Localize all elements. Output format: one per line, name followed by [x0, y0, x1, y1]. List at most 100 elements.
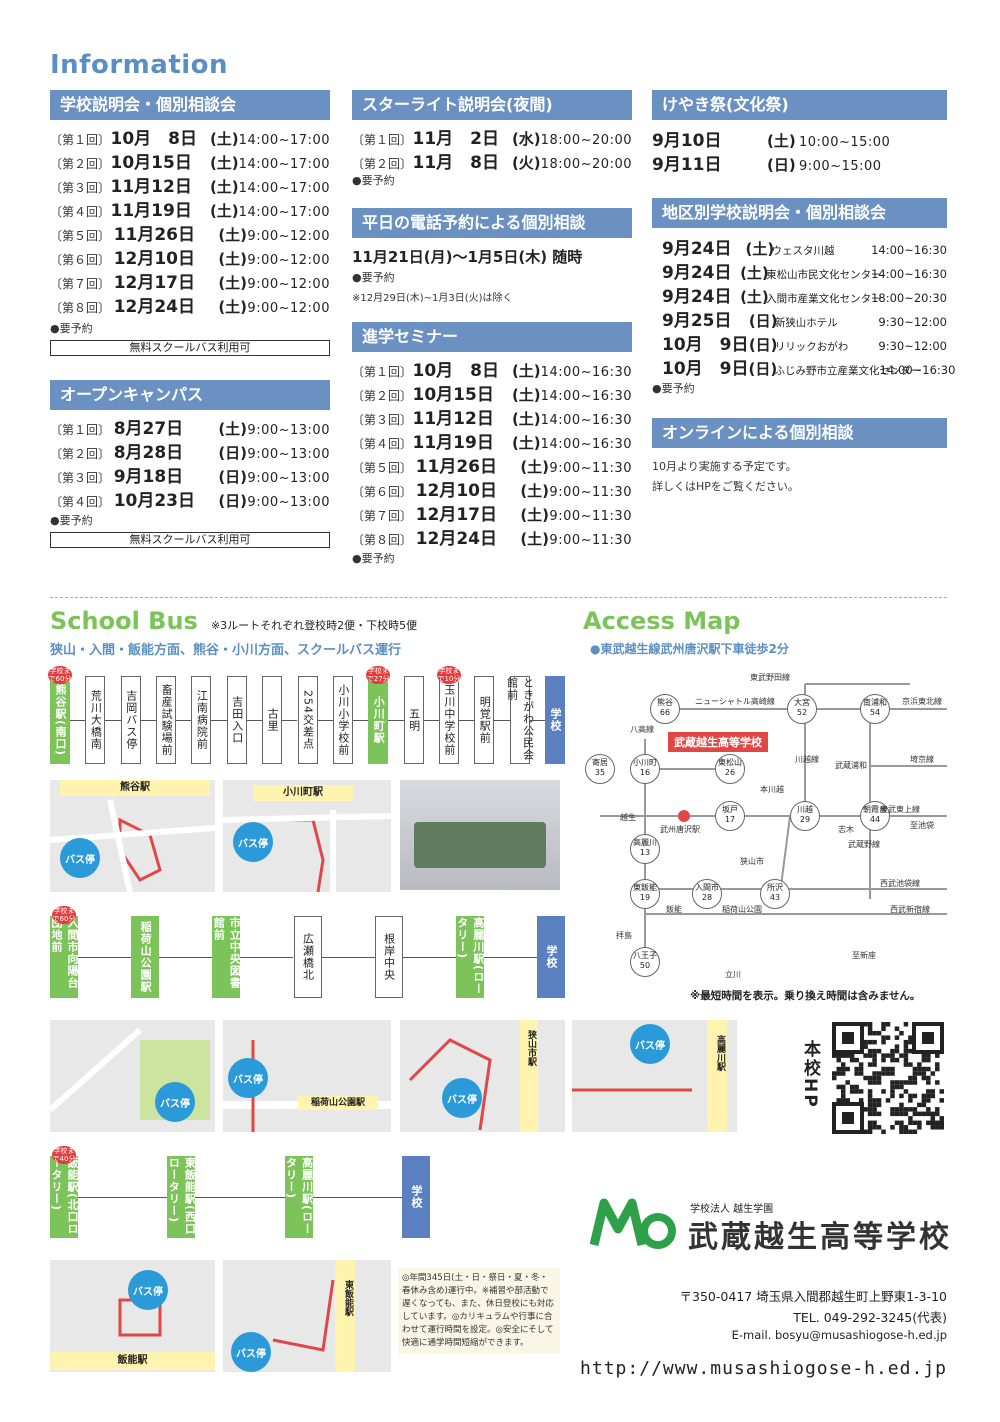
schedule-tm: 9:00~11:30 — [549, 485, 632, 500]
access-map-label: 武蔵浦和 — [835, 761, 867, 770]
schedule-wd: (土) — [511, 386, 541, 404]
bus-stop: 254交差点 — [297, 676, 318, 764]
schedule-place: 新狭山ホテル — [774, 317, 838, 329]
station-name: 東松山 — [718, 758, 742, 767]
schedule-place: 入間市産業文化センター — [766, 293, 882, 305]
schedule-date: 8月28日 — [113, 443, 184, 463]
school-url[interactable]: http://www.musashiogose-h.ed.jp — [580, 1358, 947, 1379]
station-name: 八王子 — [633, 951, 657, 960]
schedule-no: 〔第５回〕 — [50, 229, 111, 243]
access-subtitle: ●東武越生線武州唐沢駅下車徒歩2分 — [590, 642, 789, 656]
schedule-row: 〔第６回〕12月10日(土)9:00~11:30 — [352, 476, 632, 501]
map-sayama: 狭山市駅 バス停 — [400, 1020, 565, 1132]
map-iruma: バス停 — [50, 1020, 215, 1132]
schedule-row: 〔第２回〕10月15日(土)14:00~16:30 — [352, 380, 632, 405]
phone-note: ●要予約 — [352, 271, 395, 284]
bus-stop: 広瀬橋北 — [293, 916, 322, 998]
phone-section: 平日の電話予約による個別相談 11月21日(月)～1月5日(木) 随時 ●要予約… — [352, 208, 632, 304]
route-connector — [78, 1197, 168, 1198]
route-connector — [140, 720, 157, 721]
station-name: 南浦和 — [863, 698, 887, 707]
route-connector — [388, 720, 404, 721]
station-minutes: 52 — [796, 708, 808, 717]
schedule-tm: 9:00~15:00 — [799, 159, 882, 174]
access-map-label: 京浜東北線 — [902, 697, 942, 706]
starlight-title: スターライト説明会(夜間) — [352, 90, 632, 120]
route-connector — [312, 1197, 402, 1198]
schedule-tm: 9:00~11:30 — [549, 509, 632, 524]
route-connector — [240, 957, 294, 958]
route-connector — [246, 720, 263, 721]
seminar-note: ●要予約 — [352, 552, 395, 565]
schedule-wd: (土) — [511, 434, 541, 452]
busstop-iruma: バス停 — [155, 1082, 195, 1122]
bus-stop: 飯能駅(北口ロータリー) — [50, 1156, 79, 1238]
bus-stop: 入間市向陽台団地前 — [50, 916, 79, 998]
bus-route-1: 熊谷駅(南口)学校まで60分荒川大橋南吉岡バス停畜産試験場前江南病院前吉田入口古… — [48, 666, 565, 770]
schedule-no: 〔第７回〕 — [352, 509, 413, 523]
map-sayama-station: 狭山市駅 — [526, 1030, 536, 1066]
bus-stop: 学校 — [402, 1156, 430, 1238]
schedule-date: 11月 8日 — [412, 153, 500, 173]
schedule-wd: (水) — [511, 130, 541, 148]
schedule-row: 〔第４回〕10月23日(日)9:00~13:00 — [50, 486, 330, 511]
schedule-date: 9月24日 — [662, 239, 732, 259]
schedule-wd: (日) — [748, 360, 778, 378]
station-minutes: 66 — [659, 708, 671, 717]
schedule-no: 〔第１回〕 — [352, 133, 413, 147]
busstop-sayama: バス停 — [442, 1078, 482, 1118]
setsumeikai-list: 〔第１回〕10月 8日(土)14:00~17:00〔第２回〕10月15日(土)1… — [50, 124, 330, 317]
schedule-row: 〔第２回〕11月 8日(火)18:00~20:00 — [352, 148, 632, 173]
route-connector — [70, 720, 86, 721]
setsumeikai-bus: 無料スクールバス利用可 — [50, 340, 330, 356]
schedule-tm: 9:00~11:30 — [549, 533, 632, 548]
schedule-wd: (日) — [748, 336, 778, 354]
route-connector — [423, 720, 439, 721]
schedule-row: 〔第３回〕9月18日(日)9:00~13:00 — [50, 462, 330, 487]
schedule-wd: (土) — [520, 530, 550, 548]
route-connector — [529, 720, 545, 721]
bus-note: ※3ルートそれぞれ登校時2便・下校時5便 — [210, 619, 418, 632]
schedule-tm: 18:00~20:00 — [540, 133, 632, 148]
schedule-no: 〔第２回〕 — [50, 157, 111, 171]
schedule-no: 〔第４回〕 — [352, 437, 413, 451]
schedule-row: 〔第８回〕12月24日(土)9:00~12:00 — [50, 292, 330, 317]
bus-stop: 吉田入口 — [226, 676, 247, 764]
bus-stop: 古里 — [262, 676, 283, 764]
bus-stop: 高麗川駅(ロータリー) — [284, 1156, 314, 1238]
access-map-label: 至池袋 — [910, 821, 934, 830]
access-map-label: 川越線 — [795, 755, 819, 764]
schedule-wd: (日) — [218, 492, 248, 510]
schedule-place: リリックおがわ — [774, 341, 849, 353]
access-map-label: 拝島 — [616, 931, 632, 940]
schedule-date: 11月12日 — [110, 177, 192, 197]
phone-title: 平日の電話予約による個別相談 — [352, 208, 632, 238]
qr-code[interactable] — [832, 1022, 945, 1135]
schedule-row: 〔第５回〕11月26日(土)9:00~12:00 — [50, 220, 330, 245]
route-connector — [458, 720, 475, 721]
online-title: オンラインによる個別相談 — [652, 418, 947, 448]
schedule-wd: (土) — [740, 288, 769, 306]
bus-time-badge: 学校まで60分 — [52, 906, 76, 924]
busstop-inari: バス停 — [228, 1058, 268, 1098]
schedule-row: 〔第４回〕11月19日(土)14:00~17:00 — [50, 196, 330, 221]
schedule-row: 〔第３回〕11月12日(土)14:00~17:00 — [50, 172, 330, 197]
schedule-row: 9月11日(日)9:00~15:00 — [652, 150, 947, 175]
schedule-date: 9月10日 — [652, 131, 722, 151]
route-connector — [211, 720, 227, 721]
busstop-higashihanno: バス停 — [231, 1332, 271, 1372]
station-minutes: 43 — [769, 893, 781, 902]
map-komagawa-station: 高麗川駅 — [715, 1035, 725, 1071]
district-note: ●要予約 — [652, 382, 695, 395]
station-name: 東飯能 — [633, 883, 657, 892]
route-connector — [494, 720, 510, 721]
schedule-wd: (火) — [511, 154, 541, 172]
route-connector — [352, 720, 369, 721]
school-email[interactable]: E-mail. bosyu@musashiogose-h.ed.jp — [731, 1328, 947, 1342]
bus-stop: 吉岡バス停 — [120, 676, 141, 764]
setsumeikai-title: 学校説明会・個別相談会 — [50, 90, 330, 120]
